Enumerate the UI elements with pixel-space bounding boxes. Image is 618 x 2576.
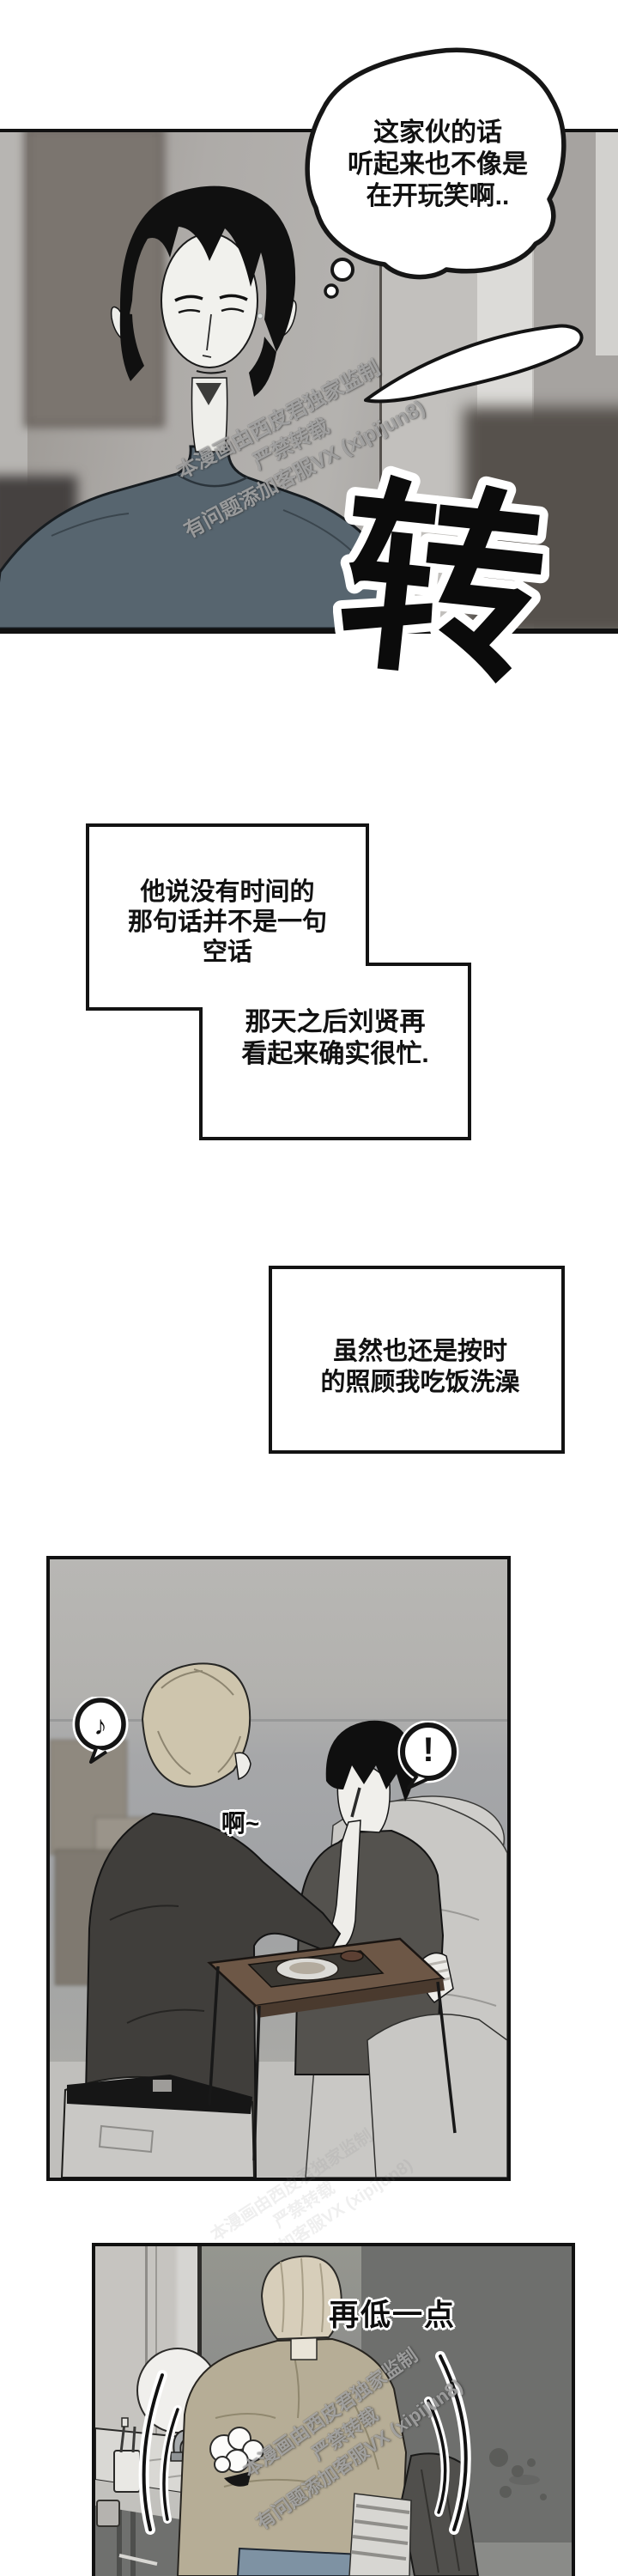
nose: [202, 313, 212, 358]
swoosh-motion-mark: [364, 324, 584, 404]
belt: [67, 2075, 252, 2114]
narration3-line2: 的照顾我吃饭洗澡: [320, 1369, 520, 1396]
black-haired-man-illustration: [0, 185, 395, 629]
wall-horizon-line: [50, 1719, 507, 1722]
thought-tail-bubble-small: [324, 283, 339, 299]
exclamation-bubble: [397, 1721, 459, 1789]
thought-text-line2: 听起来也不像是: [348, 150, 528, 179]
mouth: [196, 369, 227, 374]
narration-text-3: 虽然也还是按时 的照顾我吃饭洗澡: [269, 1336, 572, 1398]
spoon: [350, 1787, 361, 1818]
narration1-line2: 那句话并不是一句: [127, 908, 327, 936]
music-note-bubble: [72, 1697, 129, 1764]
panel2-figures: [50, 1662, 507, 2178]
black-hair: [119, 185, 296, 352]
motion-lines: [138, 2351, 471, 2535]
exclaim-bubble-tail: [407, 1774, 428, 1789]
note-bubble-tail: [89, 1747, 108, 1764]
panel1-top-border: [0, 129, 618, 132]
left-eyebrow: [174, 295, 203, 302]
left-eye-closed: [178, 309, 201, 314]
toothbrushes: [119, 2422, 136, 2453]
narration-text-1: 他说没有时间的 那句话并不是一句 空话: [88, 878, 367, 968]
hair-strands: [280, 2257, 324, 2336]
panel1-bottom-border: [0, 629, 618, 634]
thought-text: 这家伙的话 听起来也不像是 在开玩笑啊..: [319, 117, 556, 212]
sfx-turn-glyph: 转: [333, 462, 549, 709]
table-edge: [256, 1978, 445, 2018]
narration-text-2: 那天之后刘贤再 看起来确实很忙.: [201, 1006, 470, 1070]
lap-blanket: [367, 2014, 507, 2178]
table-legs: [208, 1965, 457, 2161]
speech-lower-a-bit: 再低一点: [328, 2299, 456, 2332]
wall-stains: [489, 2448, 547, 2500]
picture-frame-left: [24, 132, 165, 428]
blonde-hair: [141, 1662, 251, 1788]
narration2-line1: 那天之后刘贤再: [245, 1008, 426, 1036]
belt-buckle: [153, 2080, 172, 2092]
neck: [191, 377, 228, 453]
food: [289, 1962, 325, 1974]
thought-tail-bubble-large: [330, 258, 354, 282]
thought-text-line1: 这家伙的话: [373, 118, 502, 147]
pocket: [98, 2124, 154, 2154]
chin-shadow: [196, 383, 221, 405]
dark-man-hair: [325, 1720, 415, 1801]
narration1-line3: 空话: [202, 939, 252, 966]
narration-box-3: [269, 1266, 565, 1454]
toothbrush-cup: [113, 2450, 141, 2493]
narration1-line1: 他说没有时间的: [140, 878, 315, 906]
sfx-turn: 转: [333, 457, 549, 719]
exclamation-icon: !: [422, 1731, 434, 1769]
right-eye-closed: [221, 307, 245, 313]
blue-jeans: [236, 2547, 379, 2576]
shirt-folds: [215, 2348, 379, 2488]
sweat-drop: [257, 313, 264, 319]
narration-box-1-2-outline: [86, 823, 471, 1140]
speech-ah: 啊~: [221, 1810, 260, 1837]
cloth-stripes: [350, 2504, 410, 2561]
blonde-ear: [234, 1752, 251, 1780]
panel3-figures: [95, 2255, 547, 2576]
soap-suds-head: [209, 2427, 264, 2487]
thought-bubble: [305, 47, 566, 299]
toothbrush-lying: [118, 2554, 158, 2566]
small-dish: [340, 1950, 364, 1962]
right-eyebrow: [219, 294, 248, 301]
wall-outlet: [96, 2500, 120, 2527]
panel2-dinner-scene: [46, 1556, 511, 2181]
music-note-icon: ♪: [94, 1710, 107, 1741]
panel3-bathroom-scene: [92, 2243, 575, 2576]
thought-text-line3: 在开玩笑啊..: [366, 182, 510, 210]
narration3-line1: 虽然也还是按时: [332, 1338, 507, 1365]
wall-sliver-right: [596, 132, 618, 355]
blurred-furniture-right: [464, 407, 618, 629]
slate-tshirt: [0, 445, 395, 629]
narration2-line2: 看起来确实很忙.: [241, 1040, 429, 1068]
